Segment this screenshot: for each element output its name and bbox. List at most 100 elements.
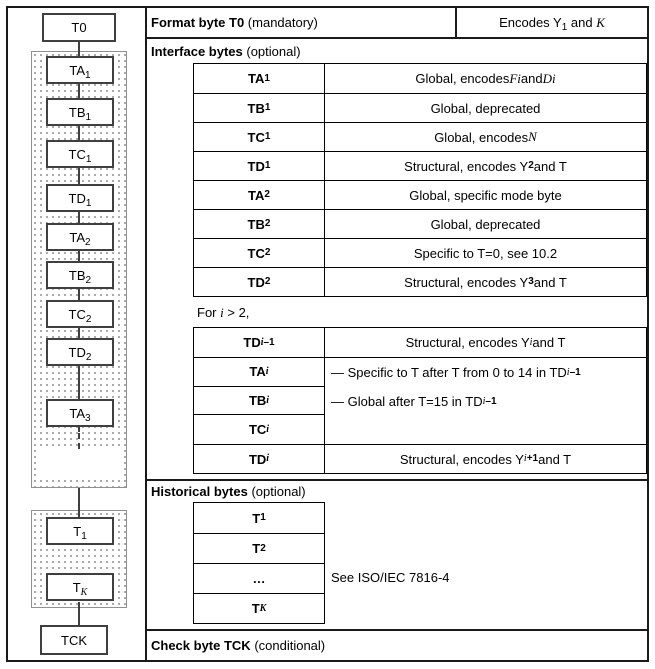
format-byte-qualifier: (mandatory) — [244, 15, 318, 30]
separator-format — [145, 37, 649, 39]
table-row: … — [194, 563, 324, 593]
historical-bytes-qualifier: (optional) — [247, 484, 306, 499]
byte-desc-cell: Global, encodes Fi and Di — [415, 70, 556, 87]
chain-box-label: T1 — [73, 523, 87, 542]
chain-box-t1: T1 — [46, 517, 114, 545]
chain-box-label: TA1 — [69, 62, 91, 81]
chain-box-label: TD1 — [68, 190, 92, 209]
byte-desc-cell: Global, deprecated — [430, 216, 541, 232]
chain-box-label: TD2 — [68, 344, 92, 363]
chain-box-label: TC1 — [68, 146, 92, 165]
chain-box-label: TB2 — [68, 267, 92, 286]
chain-box-tk: TK — [46, 573, 114, 601]
chain-box-ta2: TA2 — [46, 223, 114, 251]
connector-line-to-historical — [78, 488, 80, 517]
merged-desc-line: — Specific to T after T from 0 to 14 in … — [331, 365, 581, 380]
chain-box-tc1: TC1 — [46, 140, 114, 168]
historical-bytes-heading: Historical bytes (optional) — [151, 481, 306, 502]
chain-box-label: T0 — [71, 20, 87, 35]
check-byte-title: Check byte TCK — [151, 637, 251, 653]
chain-box-label: TK — [72, 579, 88, 598]
chain-box-td2: TD2 — [46, 338, 114, 366]
separator-check — [145, 629, 649, 631]
chain-box-label: TCK — [61, 632, 87, 648]
interface-bytes-heading: Interface bytes (optional) — [151, 39, 301, 63]
chain-box-label: TB1 — [68, 104, 92, 123]
for-i-note-text: For i > 2, — [197, 305, 250, 320]
separator-historical — [145, 479, 649, 481]
figure-border — [6, 6, 649, 662]
byte-desc-cell: Specific to T=0, see 10.2 — [413, 245, 558, 261]
byte-desc-cell: Global, specific mode byte — [409, 187, 562, 203]
chain-box-td1: TD1 — [46, 184, 114, 212]
panel-divider — [145, 6, 147, 662]
format-byte-row-label: Format byte T0 (mandatory) — [151, 8, 318, 37]
see-iso-note: See ISO/IEC 7816-4 — [331, 562, 450, 592]
chain-box-ta1: TA1 — [46, 56, 114, 84]
ellipsis-gap — [36, 449, 122, 479]
check-byte-qualifier: (conditional) — [250, 637, 326, 653]
chain-box-label: TC2 — [68, 306, 92, 325]
chain-box-t0: T0 — [42, 13, 116, 42]
chain-box-tc2: TC2 — [46, 300, 114, 328]
chain-box-label: TA2 — [69, 229, 91, 248]
see-iso-note-text: See ISO/IEC 7816-4 — [331, 569, 450, 585]
byte-desc-cell: Global, encodes N — [434, 129, 537, 145]
format-row-divider — [455, 8, 457, 38]
format-byte-row-desc: Encodes Y1 and K — [457, 8, 647, 37]
chain-box-tck: TCK — [40, 625, 108, 655]
historical-bytes-title: Historical bytes — [151, 484, 248, 499]
interface-bytes-qualifier: (optional) — [242, 43, 301, 59]
check-byte-heading: Check byte TCK (conditional) — [151, 631, 325, 659]
byte-desc-cell: Global, deprecated — [430, 100, 541, 116]
chain-box-label: TA3 — [69, 405, 91, 424]
format-byte-desc-text: Encodes Y1 and K — [499, 14, 605, 33]
dashed-connector — [78, 433, 80, 449]
chain-box-tb1: TB1 — [46, 98, 114, 126]
chain-box-ta3: TA3 — [46, 399, 114, 427]
chain-box-tb2: TB2 — [46, 261, 114, 289]
connector-line-to-tck — [78, 602, 80, 625]
merged-desc-cell: — Specific to T after T from 0 to 14 in … — [325, 358, 646, 444]
format-byte-title: Format byte T0 — [151, 15, 245, 30]
for-i-note: For i > 2, — [197, 300, 249, 326]
